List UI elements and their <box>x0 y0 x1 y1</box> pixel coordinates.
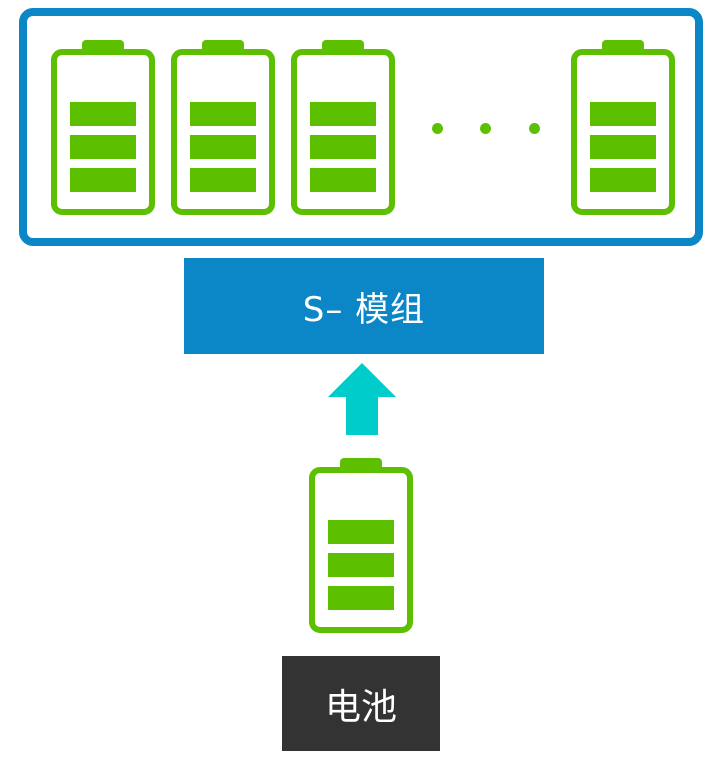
dot-icon <box>480 123 491 134</box>
battery-label: 电池 <box>324 686 397 728</box>
battery-label-box: 电池 <box>282 656 440 751</box>
battery-icon <box>570 40 676 216</box>
ellipsis-dots <box>432 123 542 137</box>
module-label-box: S– 模组 <box>184 258 544 354</box>
dot-icon <box>432 123 443 134</box>
battery-icon <box>290 40 396 216</box>
arrow-up-icon <box>328 363 396 435</box>
module-label: S– 模组 <box>302 289 426 330</box>
battery-icon <box>308 458 414 634</box>
dot-icon <box>529 123 540 134</box>
battery-icon <box>170 40 276 216</box>
battery-icon <box>50 40 156 216</box>
